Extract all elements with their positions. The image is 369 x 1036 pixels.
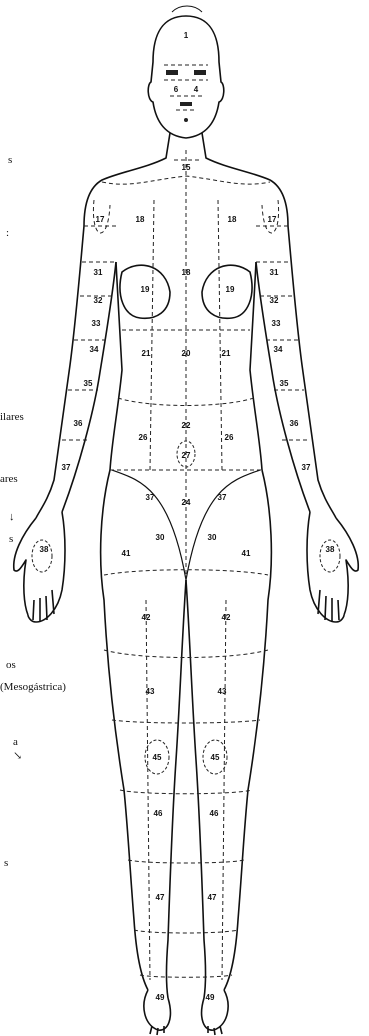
region-groin-right: 30: [208, 533, 217, 542]
region-neck: 15: [182, 163, 191, 172]
region-navel: 27: [182, 451, 191, 460]
region-upper-arm-left-4: 34: [90, 345, 99, 354]
region-upper-arm-right-4: 34: [274, 345, 283, 354]
region-abdomen-upper-right: 21: [222, 349, 231, 358]
region-face-1: 6: [174, 85, 179, 94]
region-abdomen-upper-center: 20: [182, 349, 191, 358]
region-upper-arm-left-1: 31: [94, 268, 103, 277]
region-abdomen-mid-left: 26: [139, 433, 148, 442]
region-upper-arm-right-2: 32: [270, 296, 279, 305]
region-hip-left: 41: [122, 549, 131, 558]
region-abdomen-upper-left: 21: [142, 349, 151, 358]
region-abdomen-mid-right: 26: [225, 433, 234, 442]
region-forearm-right-2: 36: [290, 419, 299, 428]
region-groin-left: 30: [156, 533, 165, 542]
region-sternum: 18: [182, 268, 191, 277]
region-shin-left: 46: [154, 809, 163, 818]
region-foot-left: 49: [156, 993, 165, 1002]
region-head: 1: [184, 31, 189, 40]
region-upper-arm-left-2: 32: [94, 296, 103, 305]
region-upper-arm-right-3: 33: [272, 319, 281, 328]
region-forearm-right-3: 37: [302, 463, 311, 472]
region-breast-left: 19: [141, 285, 150, 294]
region-forearm-right-1: 35: [280, 379, 289, 388]
region-lower-thigh-left: 43: [146, 687, 155, 696]
region-deltoid-left: 17: [96, 215, 105, 224]
region-ovals: [32, 441, 340, 774]
region-calf-right: 47: [208, 893, 217, 902]
region-deltoid-right: 17: [268, 215, 277, 224]
region-hand-right: 38: [326, 545, 335, 554]
region-breast-right: 19: [226, 285, 235, 294]
region-pelvis-left: 37: [146, 493, 155, 502]
region-knee-left: 45: [153, 753, 162, 762]
region-upper-arm-left-3: 33: [92, 319, 101, 328]
region-shin-right: 46: [210, 809, 219, 818]
region-boundaries: [62, 65, 310, 980]
region-thigh-left: 42: [142, 613, 151, 622]
region-face-2: 4: [194, 85, 199, 94]
region-forearm-left-2: 36: [74, 419, 83, 428]
region-lower-thigh-right: 43: [218, 687, 227, 696]
region-hand-left: 38: [40, 545, 49, 554]
region-upper-chest-right: 18: [228, 215, 237, 224]
region-forearm-left-3: 37: [62, 463, 71, 472]
region-foot-right: 49: [206, 993, 215, 1002]
region-forearm-left-1: 35: [84, 379, 93, 388]
region-upper-arm-right-1: 31: [270, 268, 279, 277]
region-hip-right: 41: [242, 549, 251, 558]
region-knee-right: 45: [211, 753, 220, 762]
region-thigh-right: 42: [222, 613, 231, 622]
region-pelvis-center: 24: [182, 498, 191, 507]
region-upper-chest-left: 18: [136, 215, 145, 224]
region-pelvis-right: 37: [218, 493, 227, 502]
region-abdomen-mid-center: 22: [182, 421, 191, 430]
region-calf-left: 47: [156, 893, 165, 902]
